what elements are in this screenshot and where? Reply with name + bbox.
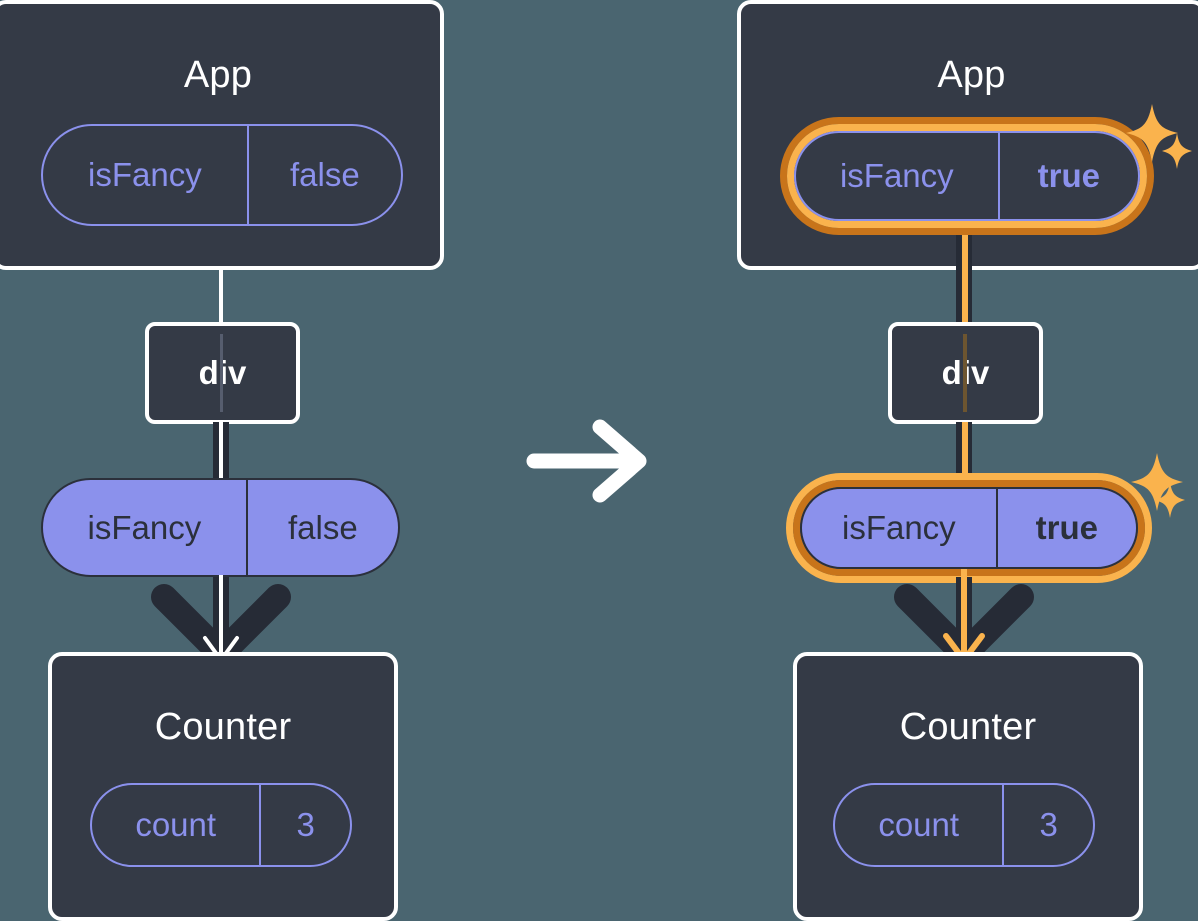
before-props-value: false	[245, 480, 398, 575]
after-counter-state-key: count	[878, 806, 960, 843]
before-counter-title: Counter	[154, 706, 292, 748]
after-counter-state-value: 3	[1002, 785, 1093, 865]
sparkle-icon-large-bottom	[1131, 453, 1183, 511]
sparkle-icon-large-top	[1126, 104, 1178, 162]
before-app-title: App	[183, 54, 253, 96]
after-wire-app-to-div-inner	[962, 226, 968, 326]
before-wire-app-to-div	[219, 268, 223, 324]
after-counter-title: Counter	[899, 706, 1037, 748]
transition-arrow-icon	[526, 419, 647, 503]
before-counter-state-key: count	[135, 806, 217, 843]
after-props-value: true	[995, 489, 1136, 567]
before-wire-div-to-props-inner	[219, 422, 223, 480]
before-props-key: isFancy	[87, 508, 202, 546]
after-app-state-key: isFancy	[839, 157, 954, 194]
after-app-state-pill: isFancy true	[794, 131, 1140, 221]
after-counter-state-pill: count 3	[833, 783, 1095, 867]
before-app-state-key: isFancy	[88, 156, 202, 193]
after-app-title: App	[937, 54, 1006, 96]
after-props-key: isFancy	[841, 509, 956, 546]
sparkle-icon-small-top	[1162, 133, 1192, 169]
after-props-pill: isFancy true	[800, 487, 1138, 569]
before-counter-state-value: 3	[259, 785, 350, 865]
sparkle-icon-small-bottom	[1155, 482, 1185, 518]
before-app-state-pill: isFancy false	[41, 124, 403, 226]
after-div-wire-stub	[963, 334, 967, 412]
after-app-state-value: true	[997, 133, 1138, 219]
after-wire-div-to-props-inner	[962, 422, 968, 480]
before-app-state-value: false	[246, 126, 401, 224]
before-counter-state-pill: count 3	[90, 783, 352, 867]
before-div-wire-stub	[220, 334, 223, 412]
before-props-pill: isFancy false	[41, 478, 400, 577]
